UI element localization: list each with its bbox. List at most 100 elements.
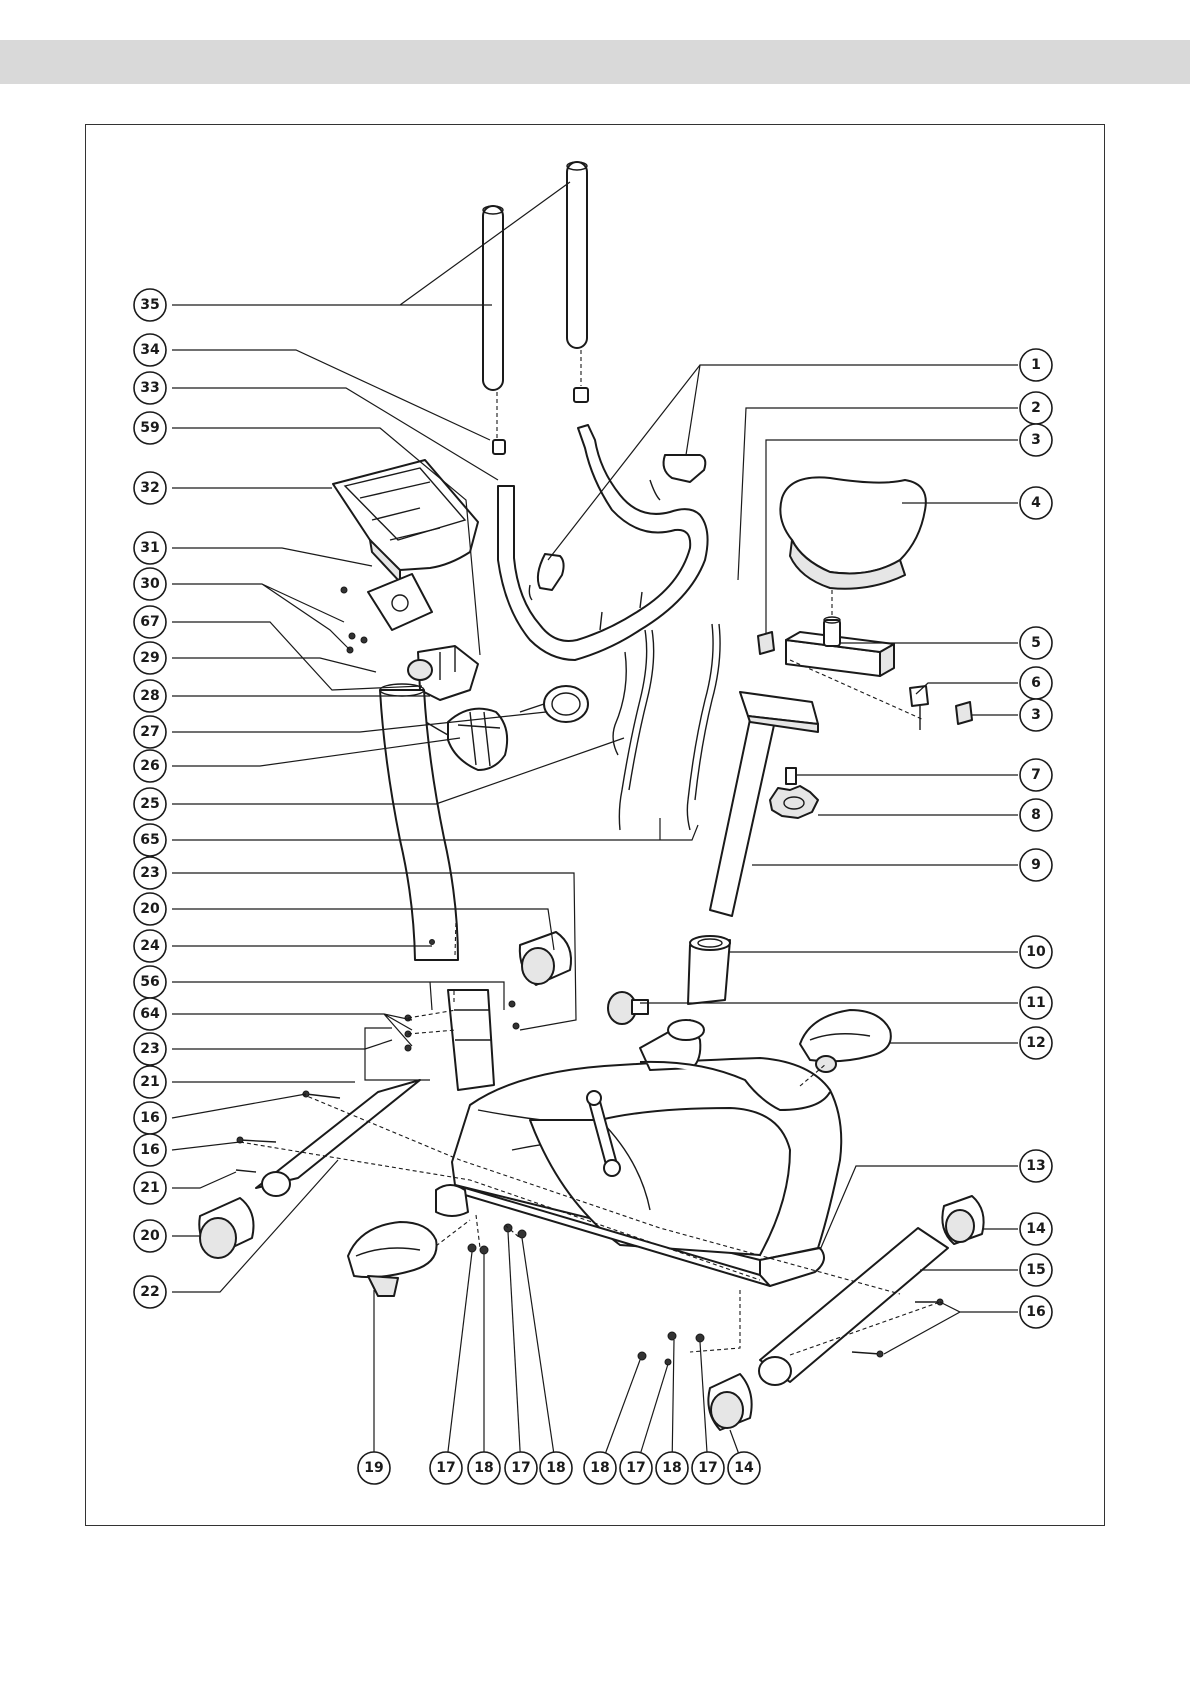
svg-text:16: 16 (140, 1142, 159, 1158)
callout-22: 22 (134, 1276, 166, 1308)
svg-text:23: 23 (140, 865, 159, 881)
tension-knob (520, 686, 588, 722)
slider-cap-left (758, 632, 774, 654)
callout-9: 9 (1020, 849, 1052, 881)
svg-text:12: 12 (1026, 1035, 1045, 1051)
callout-24: 24 (134, 930, 166, 962)
svg-text:32: 32 (140, 480, 159, 496)
callout-7: 7 (1020, 759, 1052, 791)
pedal-right (800, 1010, 891, 1072)
callout-15: 15 (1020, 1254, 1052, 1286)
seat-slider (786, 617, 894, 676)
console-bracket (368, 574, 432, 630)
callout-18-d: 18 (656, 1452, 688, 1484)
svg-text:18: 18 (590, 1460, 609, 1476)
callout-26: 26 (134, 750, 166, 782)
pulse-sensor-right (664, 455, 706, 482)
bike-parts-drawing (199, 162, 983, 1430)
callout-23-upper: 23 (134, 857, 166, 889)
callout-6: 6 (1020, 667, 1052, 699)
callout-18-b: 18 (540, 1452, 572, 1484)
svg-text:6: 6 (1031, 675, 1041, 691)
svg-text:3: 3 (1031, 707, 1041, 723)
svg-text:2: 2 (1031, 400, 1041, 416)
svg-text:59: 59 (140, 420, 159, 436)
pop-pin (786, 768, 796, 784)
callout-27: 27 (134, 716, 166, 748)
main-frame-cover (436, 1020, 841, 1286)
svg-text:29: 29 (140, 650, 159, 666)
callout-19: 19 (358, 1452, 390, 1484)
svg-text:27: 27 (140, 724, 159, 740)
svg-text:31: 31 (140, 540, 159, 556)
svg-text:17: 17 (436, 1460, 455, 1476)
svg-text:30: 30 (140, 576, 160, 592)
callout-14-bottom: 14 (728, 1452, 760, 1484)
svg-text:18: 18 (662, 1460, 681, 1476)
callout-5: 5 (1020, 627, 1052, 659)
adjust-knob (770, 786, 818, 818)
callout-34: 34 (134, 334, 166, 366)
callout-17-b: 17 (505, 1452, 537, 1484)
callout-32: 32 (134, 472, 166, 504)
svg-text:18: 18 (474, 1460, 493, 1476)
frame-knob (608, 992, 648, 1024)
slider-cap-right (956, 702, 972, 724)
callout-18-a: 18 (468, 1452, 500, 1484)
svg-text:1: 1 (1031, 357, 1041, 373)
svg-text:33: 33 (140, 380, 159, 396)
callout-30: 30 (134, 568, 166, 600)
svg-text:28: 28 (140, 688, 159, 704)
callout-17-a: 17 (430, 1452, 462, 1484)
front-end-cap (199, 1198, 253, 1258)
cables (613, 624, 720, 830)
callout-3-lower: 3 (1020, 699, 1052, 731)
svg-text:20: 20 (140, 901, 160, 917)
svg-text:8: 8 (1031, 807, 1041, 823)
callout-28: 28 (134, 680, 166, 712)
svg-text:21: 21 (140, 1074, 159, 1090)
callout-65: 65 (134, 824, 166, 856)
callout-59: 59 (134, 412, 166, 444)
end-cap-left (493, 440, 505, 454)
svg-text:24: 24 (140, 938, 160, 954)
callout-10: 10 (1020, 936, 1052, 968)
svg-text:4: 4 (1031, 495, 1041, 511)
console (333, 460, 478, 582)
callout-14-right: 14 (1020, 1213, 1052, 1245)
svg-text:56: 56 (140, 974, 159, 990)
svg-text:19: 19 (364, 1460, 383, 1476)
svg-text:26: 26 (140, 758, 159, 774)
callout-29: 29 (134, 642, 166, 674)
callout-4: 4 (1020, 487, 1052, 519)
svg-text:17: 17 (698, 1460, 717, 1476)
callout-13: 13 (1020, 1150, 1052, 1182)
callout-17-d: 17 (692, 1452, 724, 1484)
svg-text:16: 16 (140, 1110, 159, 1126)
callout-23-lower: 23 (134, 1033, 166, 1065)
svg-text:16: 16 (1026, 1304, 1045, 1320)
svg-text:3: 3 (1031, 432, 1041, 448)
svg-text:65: 65 (140, 832, 159, 848)
svg-text:7: 7 (1031, 767, 1041, 783)
callout-21-upper: 21 (134, 1066, 166, 1098)
svg-text:67: 67 (140, 614, 159, 630)
callout-8: 8 (1020, 799, 1052, 831)
svg-text:5: 5 (1031, 635, 1041, 651)
rear-end-cap-bottom (708, 1374, 751, 1430)
callout-35: 35 (134, 289, 166, 321)
callout-3-upper: 3 (1020, 424, 1052, 456)
svg-text:35: 35 (140, 297, 159, 313)
pulse-sensor-left (538, 554, 564, 590)
callout-16-left-a: 16 (134, 1102, 166, 1134)
slider-knob (910, 686, 928, 706)
svg-text:64: 64 (140, 1006, 160, 1022)
callout-2: 2 (1020, 392, 1052, 424)
rear-end-cap-top (942, 1196, 983, 1244)
svg-text:17: 17 (511, 1460, 530, 1476)
callout-67: 67 (134, 606, 166, 638)
svg-text:15: 15 (1026, 1262, 1045, 1278)
svg-text:13: 13 (1026, 1158, 1045, 1174)
callout-64: 64 (134, 998, 166, 1030)
